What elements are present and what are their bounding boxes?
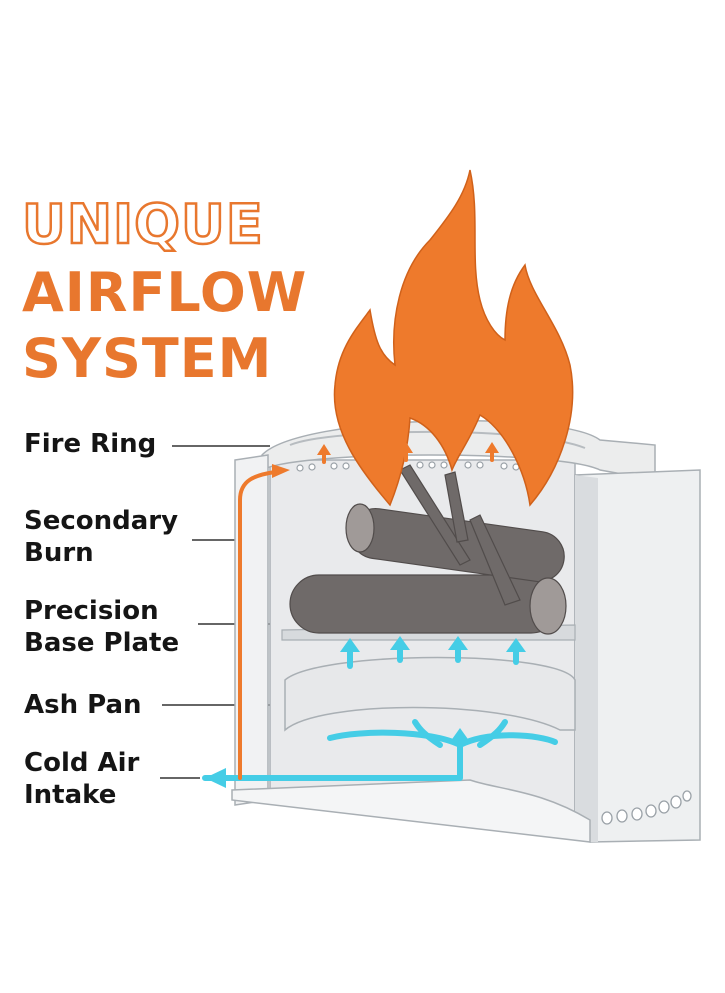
label-secondary-burn-line2: Burn [24,538,94,568]
label-precision-base-plate: Precision Base Plate [24,595,179,659]
hot-air-arrowheads [272,442,499,478]
hot-air-secondary-path [238,470,277,780]
cold-air-swirl-up [412,719,443,748]
pit-right-wall-shadow [575,475,598,842]
pit-floor [231,779,591,843]
cold-air-arrowhead-intake [205,768,226,788]
hot-air-arrowhead-4 [447,442,461,453]
logs [289,464,567,635]
cold-air-arrowhead-4 [506,638,526,652]
label-secondary-burn-line1: Secondary [24,506,179,536]
label-cold-air-intake: Cold Air Intake [24,747,139,811]
cold-air-arrowhead-3 [448,636,468,650]
label-cold-air-intake-line2: Intake [24,780,117,810]
label-precision-base-plate-line1: Precision [24,596,159,626]
label-cold-air-intake-line1: Cold Air [24,748,140,778]
cold-air-arrowhead-1 [340,638,360,652]
label-fire-ring-text: Fire Ring [24,429,157,459]
title-line-system: SYSTEM [22,327,273,390]
intake-holes [601,790,692,825]
cold-air-swirl-left [327,729,463,748]
label-ash-pan-text: Ash Pan [24,690,142,720]
hot-air-arrowhead-3 [399,442,413,453]
hot-air-arrowhead-2 [317,444,331,455]
cold-air-arrowhead-2 [390,636,410,650]
label-fire-ring: Fire Ring [24,428,156,460]
cold-air-intake-path [202,742,463,781]
title-line-airflow: AIRFLOW [22,261,308,324]
label-precision-base-plate-line2: Base Plate [24,628,180,658]
secondary-burn-holes [296,461,520,472]
cold-air-swirl-up-2 [477,719,508,748]
label-secondary-burn: Secondary Burn [24,505,178,569]
flame [333,169,574,507]
cold-air-arrowheads [205,636,526,788]
label-ash-pan: Ash Pan [24,689,142,721]
cold-air-swirl-right [457,732,558,748]
hot-air-arrowhead-1 [272,464,290,478]
hot-air-arrowhead-5 [485,442,499,453]
title-line-unique: UNIQUE [21,193,264,256]
ash-pan [284,656,576,732]
cold-air-arrowhead-center [450,728,470,742]
